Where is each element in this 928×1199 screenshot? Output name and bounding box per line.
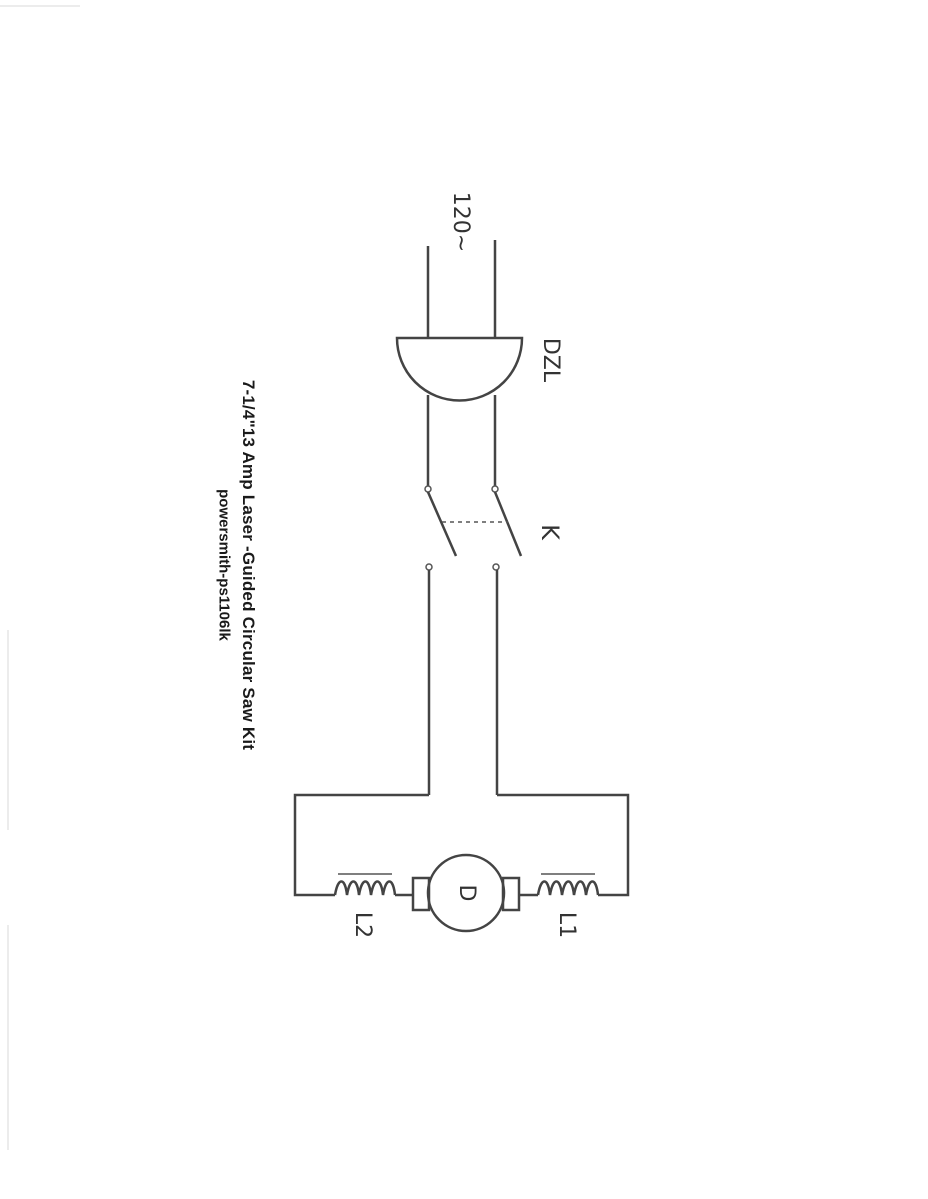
- supply-label: 120~: [448, 192, 473, 252]
- motor-brush-right: [501, 876, 521, 912]
- switch-contact-left-bottom: [425, 563, 433, 571]
- switch-contact-right-top: [491, 485, 499, 493]
- diagram-title: 7-1/4"13 Amp Laser -Guided Circular Saw …: [239, 379, 258, 751]
- motor-d-symbol: [426, 853, 506, 933]
- loop-wire-left-side: [293, 793, 429, 897]
- coil-l2-symbol: [333, 880, 397, 896]
- motor-brush-left: [411, 876, 431, 912]
- diagram-subtitle: powersmith-ps1106lk: [215, 489, 233, 641]
- coil-l1-label: L1: [554, 912, 579, 938]
- loop-wire-right-side: [497, 793, 630, 897]
- switch-blade-left: [426, 491, 458, 557]
- switch-contact-right-bottom: [492, 563, 500, 571]
- switch-contact-left-top: [424, 485, 432, 493]
- coil-l2-label: L2: [350, 912, 375, 938]
- filter-label: DZL: [538, 338, 563, 383]
- filter-dzl-symbol: [395, 336, 524, 402]
- switch-blade-right: [493, 491, 523, 557]
- coil-l1-symbol: [536, 880, 600, 896]
- switch-label: K: [536, 524, 564, 541]
- motor-label: D: [454, 885, 479, 902]
